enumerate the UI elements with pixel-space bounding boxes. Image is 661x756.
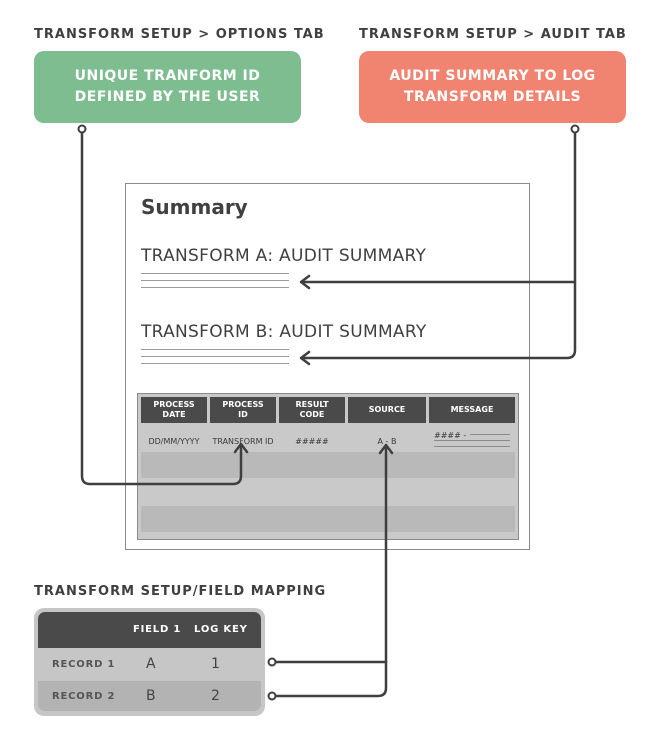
connector-start-left (77, 124, 87, 134)
audit-header-message: MESSAGE (429, 397, 515, 423)
message-line-1 (470, 434, 510, 435)
audit-summary-b-lines (141, 349, 289, 370)
audit-summary-a-title: TRANSFORM A: AUDIT SUMMARY (141, 246, 427, 266)
connector-audit-b (301, 280, 577, 360)
audit-cell-transform-id: TRANSFORM ID (212, 437, 274, 446)
arrowhead-transform-id (233, 442, 249, 454)
audit-summary-a-lines (141, 273, 289, 294)
arrowhead-audit-a (299, 274, 311, 290)
field-mapping-label: TRANSFORM SETUP/FIELD MAPPING (34, 584, 327, 599)
connector-transform-id (80, 127, 243, 486)
connector-record-2 (273, 445, 388, 698)
arrowhead-audit-b (299, 350, 311, 366)
mapping-header-bar (38, 612, 261, 648)
mapping-row-1-label: RECORD 1 (52, 659, 116, 670)
audit-empty-row-2 (141, 506, 515, 532)
mapping-header-field1: FIELD 1 (133, 624, 182, 635)
audit-summary-b-title: TRANSFORM B: AUDIT SUMMARY (141, 322, 427, 342)
arrowhead-source (378, 443, 394, 455)
callout-right-line2: TRANSFORM DETAILS (403, 89, 582, 105)
connector-audit-a (301, 127, 577, 284)
mapping-row-2-label: RECORD 2 (52, 691, 116, 702)
connector-start-record-2 (267, 691, 277, 701)
transform-id-callout: UNIQUE TRANFORM ID DEFINED BY THE USER (34, 51, 301, 123)
mapping-row-2-log-key: 2 (211, 688, 220, 704)
audit-tab-label: TRANSFORM SETUP > AUDIT TAB (359, 27, 627, 42)
audit-cell-date: DD/MM/YYYY (148, 437, 200, 446)
summary-title: Summary (141, 195, 248, 219)
mapping-row-2-field1: B (146, 688, 156, 704)
callout-right-line1: AUDIT SUMMARY TO LOG (389, 68, 596, 84)
message-line-3 (434, 446, 510, 447)
connector-start-record-1 (267, 657, 277, 667)
message-line-2 (434, 440, 510, 441)
callout-left-line2: DEFINED BY THE USER (74, 89, 261, 105)
audit-header-source: SOURCE (348, 397, 426, 423)
mapping-row-1-log-key: 1 (211, 656, 220, 672)
callout-left-line1: UNIQUE TRANFORM ID (74, 68, 261, 84)
mapping-header-log-key: LOG KEY (194, 624, 248, 635)
audit-summary-callout: AUDIT SUMMARY TO LOG TRANSFORM DETAILS (359, 51, 626, 123)
mapping-row-2-band (38, 681, 261, 711)
audit-cell-result-code: ##### (295, 437, 329, 446)
audit-empty-row-1 (141, 452, 515, 478)
connector-start-right (570, 124, 580, 134)
audit-cell-message: #### - (434, 431, 467, 440)
mapping-row-1-field1: A (146, 656, 156, 672)
options-tab-label: TRANSFORM SETUP > OPTIONS TAB (34, 27, 325, 42)
audit-cell-source: A - B (377, 437, 397, 446)
